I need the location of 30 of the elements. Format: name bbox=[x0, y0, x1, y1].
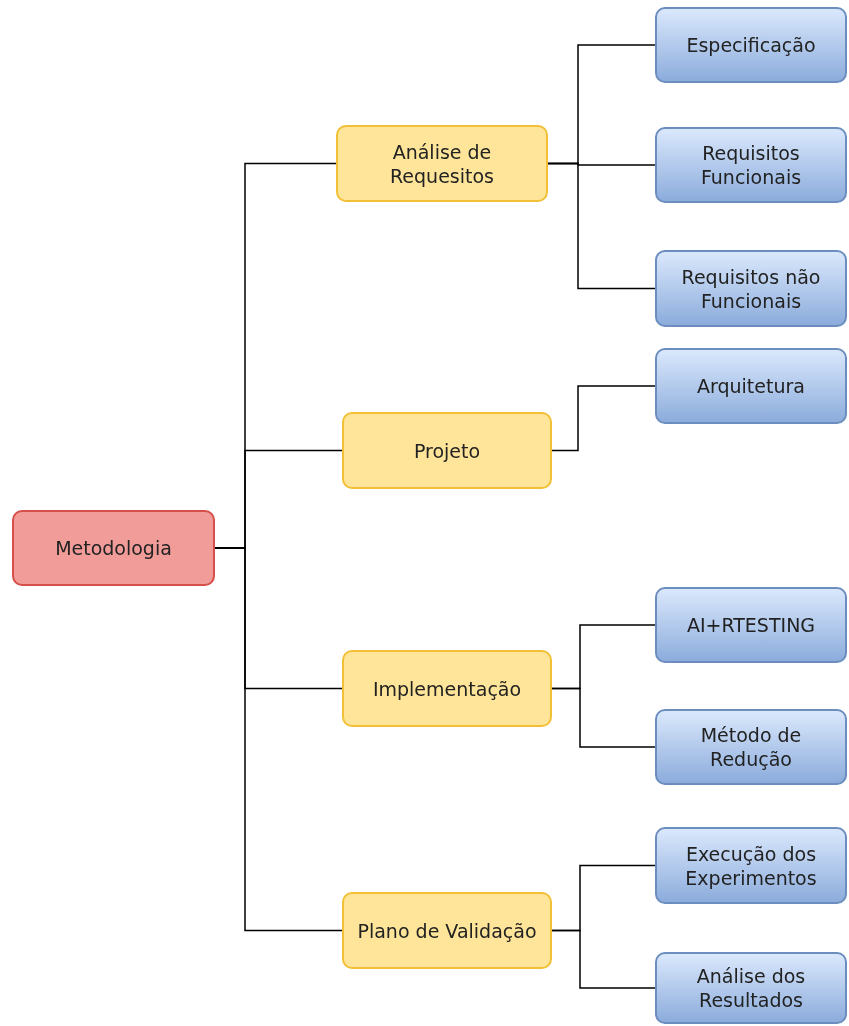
node-label: AI+RTESTING bbox=[686, 613, 816, 637]
node-label: Método de Redução bbox=[699, 723, 803, 771]
root-box bbox=[12, 510, 215, 586]
node-label: Execução dos Experimentos bbox=[684, 841, 818, 890]
node-label: Implementação bbox=[372, 676, 522, 701]
node-label: Plano de Validação bbox=[357, 918, 537, 943]
task-box bbox=[655, 250, 847, 327]
task-box bbox=[655, 587, 847, 663]
phase-box bbox=[342, 412, 552, 489]
connector-line bbox=[551, 929, 656, 989]
task-box bbox=[655, 952, 847, 1024]
connector-line bbox=[547, 162, 656, 290]
connector-line bbox=[551, 687, 656, 748]
task-box bbox=[655, 127, 847, 203]
node-label: Requisitos não Funcionais bbox=[680, 264, 822, 313]
task-box bbox=[655, 348, 847, 424]
task-box bbox=[655, 7, 847, 83]
node-label: Análise dos Resultados bbox=[695, 964, 807, 1012]
node-label: Arquitetura bbox=[697, 374, 805, 398]
node-label: Metodologia bbox=[55, 536, 172, 560]
phase-box bbox=[342, 892, 552, 969]
node-label: Projeto bbox=[413, 438, 481, 463]
task-box bbox=[655, 827, 847, 904]
phase-box bbox=[336, 125, 548, 202]
node-label: Especificação bbox=[686, 33, 816, 57]
task-box bbox=[655, 709, 847, 785]
connector-line bbox=[551, 385, 656, 452]
phase-box bbox=[342, 650, 552, 727]
node-label: Análise de Requesitos bbox=[389, 139, 495, 188]
node-label: Requisitos Funcionais bbox=[699, 141, 803, 189]
